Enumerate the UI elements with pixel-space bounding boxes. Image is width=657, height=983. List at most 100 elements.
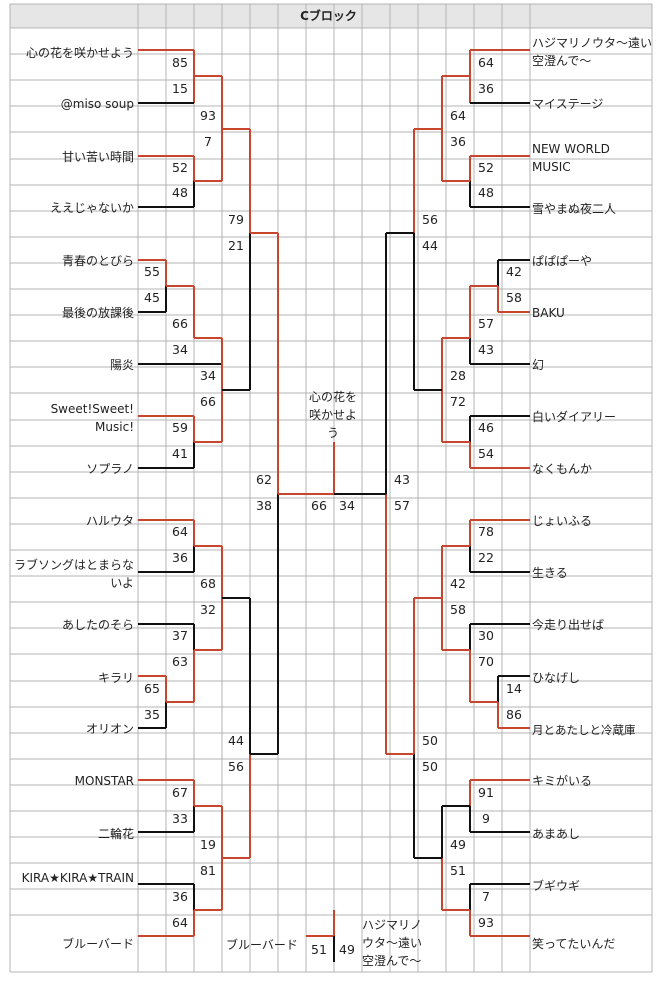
left-r1-score: 34 [172,342,188,357]
right-r2-score: 42 [450,576,466,591]
final-bottom-right-name: ハジマリノウタ〜遠い空澄んで〜 [362,918,423,968]
left-r2-score: 64 [172,915,188,930]
left-team-name: 二輪花 [97,827,134,841]
right-team-name: 雪やまぬ夜二人 [532,202,617,216]
left-team-name: 甘い苦い時間 [61,150,134,164]
right-r2-score: 72 [450,394,466,409]
right-team-name: マイステージ [532,97,604,111]
right-r1-score: 78 [478,524,494,539]
right-team-name: キミがいる [532,774,593,788]
left-r1-score: 52 [172,160,188,175]
left-r3-score: 62 [256,472,272,487]
right-r1-score: 22 [478,550,494,565]
right-r3-score: 50 [422,759,438,774]
left-r1-score: 36 [172,889,188,904]
left-r1-score: 64 [172,524,188,539]
left-team-name: ええじゃないか [49,201,134,215]
right-r2-score: 70 [478,654,494,669]
right-r1-score: 9 [482,811,490,826]
left-r1-score: 55 [144,264,160,279]
left-team-name: 最後の放課後 [61,306,134,320]
right-team-name: 笑ってたいんだ [532,937,616,951]
right-r1-score: 52 [478,160,494,175]
right-r1-score: 93 [478,915,494,930]
left-r2-score: 7 [204,134,212,149]
right-r2-score: 64 [450,108,466,123]
right-r2-score: 57 [478,316,494,331]
right-r1-score: 43 [478,342,494,357]
left-r1-score: 36 [172,550,188,565]
right-team-name: 白いダイアリー [532,410,617,424]
right-r3-score: 57 [394,498,410,513]
right-r1-score: 46 [478,420,494,435]
left-r2-score: 81 [200,863,216,878]
left-r2-score: 19 [200,837,216,852]
right-r2-score: 28 [450,368,466,383]
left-team-name: ラブソングはとまらないよ [13,558,134,590]
block-title: Cブロック [300,9,357,23]
right-team-name: BAKU [532,306,565,320]
left-r1-score: 15 [172,81,188,96]
left-r1-score: 35 [144,707,160,722]
right-r2-score: 58 [450,602,466,617]
right-r3-score: 56 [422,212,438,227]
left-r2-score: 93 [200,108,216,123]
right-r1-score: 30 [478,628,494,643]
right-r1-score: 86 [506,707,522,722]
left-r1-score: 59 [172,420,188,435]
right-r3-score: 43 [394,472,410,487]
left-r2-score: 66 [200,394,216,409]
left-team-name: ハルウタ [85,514,134,528]
left-r1-score: 45 [144,290,160,305]
right-r2-score: 51 [450,863,466,878]
left-team-name: @miso soup [60,97,134,111]
left-team-name: キラリ [97,671,134,685]
left-team-name: 青春のとびら [61,254,134,268]
left-r3-score: 38 [256,498,272,513]
right-r2-score: 49 [450,837,466,852]
left-team-name: あしたのそら [61,618,134,632]
right-r1-score: 36 [478,81,494,96]
final-top-right-score: 34 [339,498,355,513]
left-r2-score: 41 [172,446,188,461]
right-team-name: ブギウギ [532,879,581,893]
left-r1-score: 65 [144,681,160,696]
right-team-name: 幻 [532,358,545,372]
right-r1-score: 54 [478,446,494,461]
right-r2-score: 36 [450,134,466,149]
left-r3-score: 44 [228,733,244,748]
right-team-name: ひなげし [532,671,581,685]
right-team-name: じょいふる [532,514,593,528]
final-bottom-left-score: 51 [311,942,327,957]
left-r2-score: 67 [172,785,188,800]
final-top-winner-name: 心の花を咲かせよう [308,390,357,440]
right-r1-score: 64 [478,55,494,70]
left-team-name: ソプラノ [86,462,134,476]
left-r2-score: 68 [200,576,216,591]
right-r1-score: 91 [478,785,494,800]
right-team-name: 今走り出せば [532,618,605,632]
final-bottom-right-score: 49 [339,942,355,957]
right-r1-score: 48 [478,185,494,200]
left-r3-score: 21 [228,238,244,253]
final-bottom-left-name: ブルーバード [226,938,298,952]
left-r2-score: 32 [200,602,216,617]
final-top-left-score: 66 [311,498,327,513]
left-r3-score: 79 [228,212,244,227]
right-r1-score: 42 [506,264,522,279]
right-team-name: 生きる [532,566,568,580]
right-r1-score: 7 [482,889,490,904]
left-team-name: Sweet!Sweet! Music! [50,402,134,434]
right-r3-score: 44 [422,238,438,253]
left-team-name: オリオン [85,722,134,736]
right-team-name: なくもんか [532,462,593,476]
left-team-name: ブルーバード [62,937,134,951]
right-team-name: ぱぱぱーや [532,254,593,268]
header-background [10,4,652,28]
right-team-name: あまあし [532,827,581,841]
left-r1-score: 85 [172,55,188,70]
right-team-name: NEW WORLD MUSIC [532,142,610,174]
left-r1-score: 66 [172,316,188,331]
